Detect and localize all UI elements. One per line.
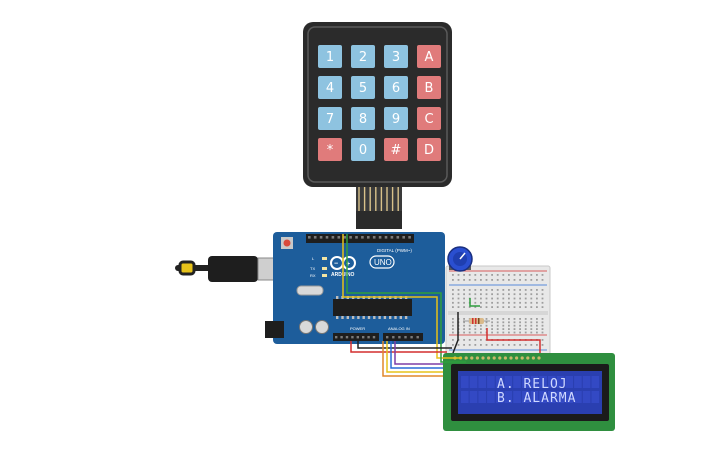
lcd-line-1: A. RELOJ (497, 377, 568, 392)
key-label: 1 (326, 50, 334, 65)
wire-green-1 (346, 234, 466, 363)
analog-header (383, 333, 423, 341)
key-*[interactable]: * (318, 138, 342, 161)
key-4[interactable]: 4 (318, 76, 342, 99)
capacitor-2 (315, 320, 329, 334)
key-label: 3 (392, 50, 400, 65)
resistor[interactable] (463, 318, 490, 324)
key-5[interactable]: 5 (351, 76, 375, 99)
arduino-model: UNO (374, 258, 392, 267)
keypad-ribbon-cable (356, 187, 402, 229)
wire-purple (394, 341, 443, 365)
key-cap (351, 107, 375, 130)
crystal-oscillator (296, 285, 324, 296)
wires[interactable] (342, 234, 541, 377)
key-label: A (425, 50, 434, 65)
key-label: # (391, 143, 402, 158)
key-cap (384, 138, 408, 161)
key-cap (351, 76, 375, 99)
key-D[interactable]: D (417, 138, 441, 161)
key-label: 8 (359, 112, 367, 127)
key-label: 6 (392, 81, 400, 96)
wire-yellow-1 (342, 234, 462, 359)
atmega-chip (333, 299, 412, 316)
wire-black-gnd (357, 341, 452, 349)
key-label: 0 (359, 143, 367, 158)
key-6[interactable]: 6 (384, 76, 408, 99)
key-label: 7 (326, 112, 334, 127)
key-label: B (425, 81, 434, 96)
power-jack (265, 321, 284, 338)
wire-green-pot (469, 298, 480, 307)
key-0[interactable]: 0 (351, 138, 375, 161)
key-7[interactable]: 7 (318, 107, 342, 130)
breadboard-channel (448, 311, 548, 315)
key-8[interactable]: 8 (351, 107, 375, 130)
key-cap (318, 107, 342, 130)
wire-yellow-2 (386, 341, 443, 373)
usb-strain-relief (178, 260, 196, 276)
key-label: 2 (359, 50, 367, 65)
wire-orange (382, 341, 443, 377)
key-C[interactable]: C (417, 107, 441, 130)
key-B[interactable]: B (417, 76, 441, 99)
capacitor-1 (299, 320, 313, 334)
key-A[interactable]: A (417, 45, 441, 68)
key-cap (384, 107, 408, 130)
potentiometer[interactable] (447, 246, 473, 272)
key-label: C (424, 112, 433, 127)
key-label: 9 (392, 112, 400, 127)
power-header (333, 333, 379, 341)
keypad-bezel (307, 26, 448, 183)
led-rx (322, 274, 327, 277)
key-label: 4 (326, 81, 334, 96)
key-cap (351, 45, 375, 68)
key-cap (351, 138, 375, 161)
wire-black-bb (452, 312, 459, 354)
key-cap (417, 45, 441, 68)
led-rx-label: RX (310, 273, 316, 278)
digital-label: DIGITAL (PWM~) (377, 248, 412, 253)
led-l (322, 257, 327, 260)
led-tx (322, 267, 327, 270)
key-label: * (327, 143, 334, 158)
analog-label: ANALOG IN (388, 326, 410, 331)
lcd-16x2[interactable]: A. RELOJ B. ALARMA (443, 353, 615, 431)
led-l-label: L (312, 256, 315, 261)
uno-badge (369, 255, 395, 269)
wire-red-bb (486, 328, 541, 353)
key-label: 5 (359, 81, 367, 96)
key-cap (417, 107, 441, 130)
key-#[interactable]: # (384, 138, 408, 161)
key-cap (417, 76, 441, 99)
wire-blue (390, 341, 443, 369)
svg-text:−: − (334, 261, 338, 268)
key-cap (384, 76, 408, 99)
wire-red-5v (350, 341, 447, 353)
key-cap (318, 76, 342, 99)
digital-header (306, 234, 414, 243)
key-cap (417, 138, 441, 161)
power-label: POWER (350, 326, 365, 331)
lcd-line-2: B. ALARMA (497, 391, 576, 406)
usb-plug (208, 256, 258, 282)
arduino-uno-board[interactable]: DIGITAL (PWM~) − + ARDUINO UNO L TX RX P… (265, 232, 445, 344)
key-2[interactable]: 2 (351, 45, 375, 68)
keypad-4x4[interactable]: 1 2 3 A 4 5 6 B 7 8 9 C * 0 # D (303, 22, 452, 229)
key-cap (318, 45, 342, 68)
key-3[interactable]: 3 (384, 45, 408, 68)
reset-button-cap (283, 239, 291, 247)
keypad-keys: 1 2 3 A 4 5 6 B 7 8 9 C * 0 # D (318, 45, 441, 161)
mini-breadboard[interactable] (445, 265, 551, 356)
key-9[interactable]: 9 (384, 107, 408, 130)
key-cap (318, 138, 342, 161)
usb-cable[interactable] (175, 256, 283, 282)
key-1[interactable]: 1 (318, 45, 342, 68)
led-tx-label: TX (310, 266, 315, 271)
svg-text:+: + (346, 261, 350, 268)
key-cap (384, 45, 408, 68)
key-label: D (424, 143, 434, 158)
